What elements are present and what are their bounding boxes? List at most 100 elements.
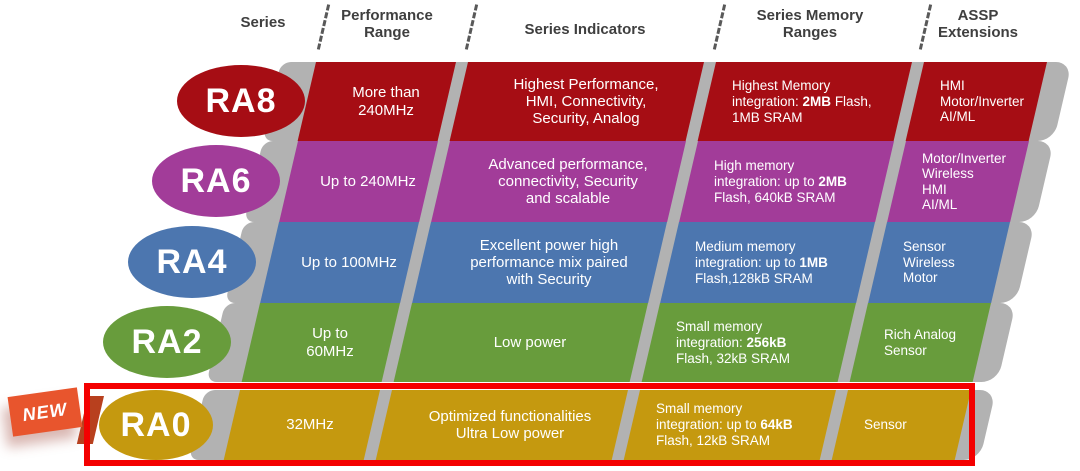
indicators-segment-text: Advanced performance,connectivity, Secur… xyxy=(450,141,686,222)
performance-segment: Up to 100MHz xyxy=(260,222,419,303)
performance-line: 240MHz xyxy=(358,101,414,119)
memory-line: Flash,128kB SRAM xyxy=(695,271,813,287)
assp-line: Motor/Inverter xyxy=(940,93,1025,109)
indicators-line: performance mix paired xyxy=(470,254,628,271)
memory-text: 1MB SRAM xyxy=(732,109,803,125)
assp-line: HMI xyxy=(940,78,965,94)
indicators-line: Excellent power high xyxy=(479,237,619,254)
indicators-line: with Security xyxy=(506,271,592,288)
memory-line: Medium memory xyxy=(695,239,796,255)
memory-text: High memory xyxy=(714,157,795,173)
assp-line: Sensor xyxy=(903,239,946,255)
series-label: RA6 xyxy=(180,161,252,200)
memory-text: integration: up to xyxy=(714,173,819,189)
indicators-line: Low power xyxy=(493,334,567,351)
series-label: RA4 xyxy=(156,242,228,281)
assp-line: AI/ML xyxy=(922,197,958,212)
series-label: RA2 xyxy=(131,322,203,361)
header-divider-slash xyxy=(712,4,727,50)
performance-line: Up to 100MHz xyxy=(301,253,397,271)
series-ellipse-ra2: RA2 xyxy=(103,306,231,378)
series-ellipse-ra4: RA4 xyxy=(128,226,256,298)
memory-size-bold: 1MB xyxy=(799,254,828,270)
memory-text: integration: xyxy=(732,93,803,109)
memory-line: Highest Memory xyxy=(732,78,830,94)
memory-text: Medium memory xyxy=(695,238,796,254)
performance-segment-text: Up to 100MHz xyxy=(279,222,419,303)
column-header-line: ASSP xyxy=(957,7,999,24)
memory-text: Flash,128kB SRAM xyxy=(695,270,813,286)
memory-line: 1MB SRAM xyxy=(732,110,803,126)
memory-size-bold: 2MB xyxy=(818,173,847,189)
performance-segment: Up to 240MHz xyxy=(279,141,438,222)
indicators-segment-text: Low power xyxy=(412,303,648,382)
indicators-segment: Advanced performance,connectivity, Secur… xyxy=(431,141,686,222)
memory-line: integration: up to 2MB xyxy=(714,174,847,190)
ra0-highlight-box xyxy=(84,383,975,466)
indicators-segment: Highest Performance,HMI, Connectivity,Se… xyxy=(449,62,704,141)
memory-line: integration: 2MB Flash, xyxy=(732,94,872,110)
memory-text: Highest Memory xyxy=(732,77,831,93)
series-label: RA0 xyxy=(120,405,192,444)
performance-line: 60MHz xyxy=(306,342,354,360)
column-header-line: Ranges xyxy=(782,24,838,41)
assp-line: AI/ML xyxy=(940,109,976,125)
indicators-line: Advanced performance, xyxy=(488,156,648,173)
memory-size-bold: 2MB xyxy=(802,93,832,109)
assp-line: Motor xyxy=(903,270,938,286)
performance-line: Up to 240MHz xyxy=(320,172,416,190)
indicators-line: connectivity, Security xyxy=(498,173,638,190)
memory-line: Small memory xyxy=(676,319,762,335)
memory-line: Flash, 640kB SRAM xyxy=(714,190,836,206)
memory-line: integration: 256kB xyxy=(676,335,786,351)
indicators-segment: Low power xyxy=(393,303,648,382)
memory-text: integration: up to xyxy=(695,254,800,270)
memory-line: Flash, 32kB SRAM xyxy=(676,351,790,367)
memory-text: integration: xyxy=(676,334,747,350)
header-divider-slash xyxy=(464,4,479,50)
column-header-line: Range xyxy=(364,24,410,41)
assp-line: Wireless xyxy=(903,254,955,270)
series-ellipse-ra0: RA0 xyxy=(99,390,213,460)
assp-line: Rich Analog xyxy=(884,327,957,342)
performance-line: More than xyxy=(352,83,420,101)
memory-line: integration: up to 1MB xyxy=(695,255,828,271)
memory-text: Flash, 32kB SRAM xyxy=(676,350,791,366)
indicators-line: HMI, Connectivity, xyxy=(525,93,647,110)
indicators-line: Security, Analog xyxy=(532,110,640,127)
header-divider-slash xyxy=(918,4,933,50)
column-header-series-indicators: Series Indicators xyxy=(525,21,646,38)
column-header-line: Performance xyxy=(341,7,433,24)
assp-line: Sensor xyxy=(884,342,927,358)
indicators-line: Highest Performance, xyxy=(513,76,659,93)
assp-line: HMI xyxy=(922,181,947,197)
memory-size-bold: 256kB xyxy=(746,334,787,350)
indicators-segment-text: Highest Performance,HMI, Connectivity,Se… xyxy=(468,62,704,141)
performance-line: Up to xyxy=(312,324,348,342)
column-header-line: Series Indicators xyxy=(524,21,646,38)
assp-line: Motor/Inverter xyxy=(922,150,1007,166)
column-header-line: Series Memory xyxy=(756,7,864,24)
column-header-line: Extensions xyxy=(937,24,1019,41)
